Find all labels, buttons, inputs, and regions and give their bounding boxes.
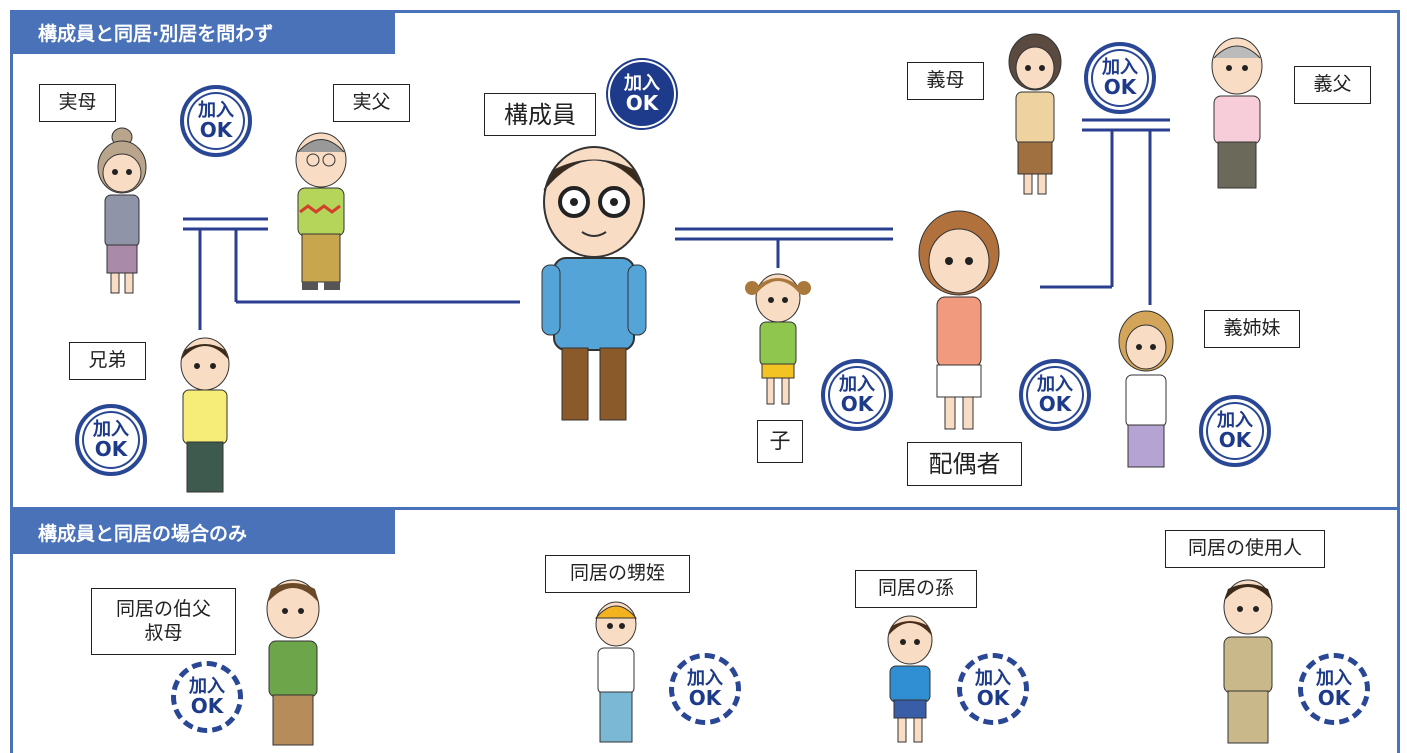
- badge-line2: OK: [199, 118, 233, 142]
- badge-line2: OK: [1038, 392, 1072, 416]
- label-spouse: 配偶者: [907, 442, 1022, 486]
- badge-line2: OK: [1103, 75, 1137, 99]
- label-uncle-aunt: 同居の伯父 叔母: [91, 588, 236, 655]
- label-child: 子: [757, 420, 803, 463]
- mother-in-law-figure: [1008, 33, 1062, 195]
- label-member: 構成員: [484, 93, 596, 136]
- father-in-law-figure: [1211, 37, 1263, 189]
- badge-line2: OK: [190, 694, 224, 718]
- section-title-cohabiting-only: 構成員と同居の場合のみ: [12, 510, 395, 554]
- badge-line2: OK: [1317, 686, 1351, 710]
- sibling-figure: [180, 337, 230, 493]
- badge-line1: 加入: [189, 676, 225, 697]
- badge-line2: OK: [976, 686, 1010, 710]
- badge-line1: 加入: [1037, 374, 1073, 395]
- uncle-aunt-figure: [266, 579, 320, 746]
- label-uncle-aunt-line1: 同居の伯父: [115, 597, 211, 620]
- badge-line1: 加入: [1217, 410, 1253, 431]
- sibling-in-law-figure: [1118, 310, 1174, 468]
- badge-line1: 加入: [1316, 668, 1352, 689]
- badge-line1: 加入: [975, 668, 1011, 689]
- label-grandchild: 同居の孫: [855, 570, 977, 608]
- grandchild-figure: [887, 615, 933, 743]
- label-employee: 同居の使用人: [1165, 530, 1325, 568]
- spouse-figure: [918, 210, 1000, 430]
- badge-line1: 加入: [1102, 57, 1138, 78]
- badge-line2: OK: [840, 392, 874, 416]
- section-title-any-residence: 構成員と同居·別居を問わず: [12, 10, 395, 54]
- label-father-in-law: 義父: [1294, 66, 1371, 104]
- badge-line1: 加入: [839, 374, 875, 395]
- father-figure: [295, 132, 347, 290]
- mother-figure: [97, 127, 147, 294]
- label-sibling: 兄弟: [69, 342, 146, 380]
- label-mother: 実母: [39, 84, 116, 122]
- bottom-section-frame: [10, 507, 1400, 753]
- child-figure: [745, 273, 811, 405]
- label-mother-in-law: 義母: [907, 62, 984, 100]
- label-nephew-niece: 同居の甥姪: [545, 555, 690, 593]
- badge-line2: OK: [688, 686, 722, 710]
- badge-line2: OK: [94, 437, 128, 461]
- badge-line1: 加入: [687, 668, 723, 689]
- badge-line2: OK: [1218, 428, 1252, 452]
- label-sibling-in-law: 義姉妹: [1204, 310, 1300, 348]
- badge-line2: OK: [625, 91, 659, 115]
- nephew-niece-figure: [594, 601, 638, 743]
- badge-line1: 加入: [93, 419, 129, 440]
- badge-line1: 加入: [624, 73, 660, 94]
- employee-figure: [1223, 579, 1273, 744]
- label-father: 実父: [333, 84, 410, 122]
- member-figure: [541, 146, 647, 421]
- label-uncle-aunt-line2: 叔母: [144, 621, 183, 644]
- badge-line1: 加入: [198, 100, 234, 121]
